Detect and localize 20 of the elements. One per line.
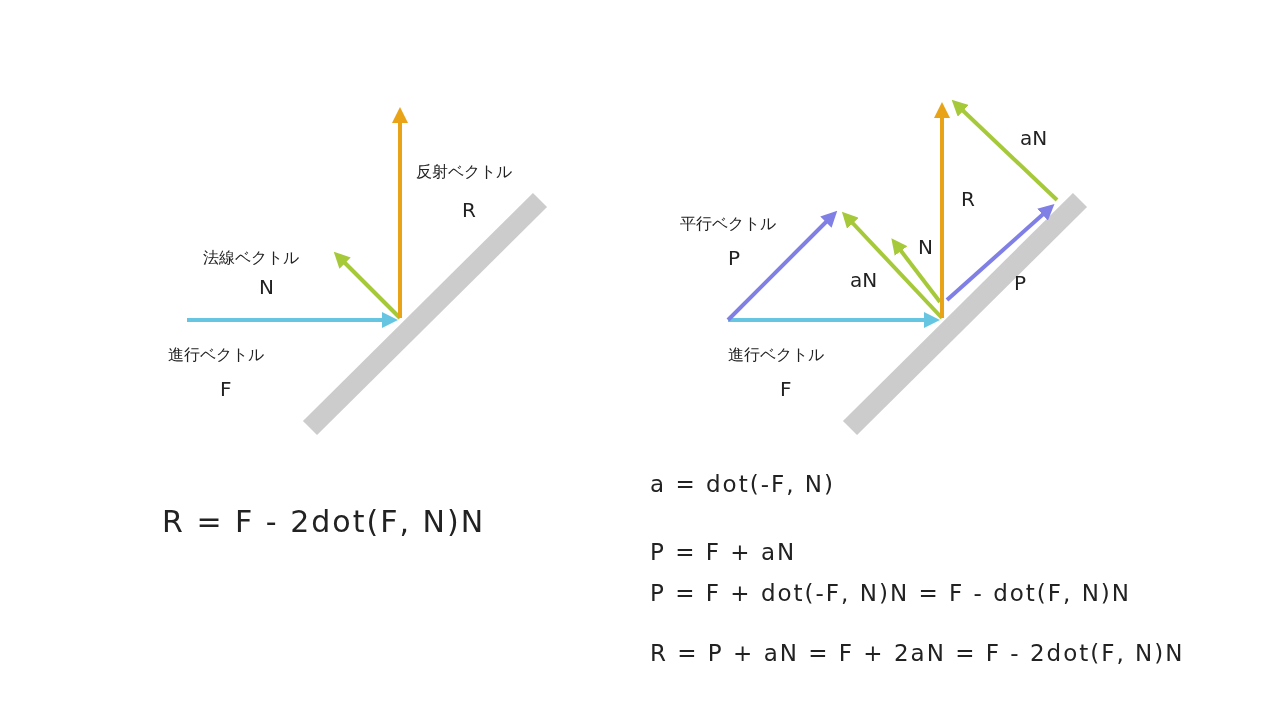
- vector-name: 進行ベクトル: [168, 345, 264, 365]
- vector-symbol: aN: [850, 268, 878, 292]
- vector-name: 反射ベクトル: [416, 162, 512, 182]
- formula: R = P + aN = F + 2aN = F - 2dot(F, N)N: [650, 640, 1185, 668]
- vector-symbol: P: [1014, 271, 1027, 295]
- formula: R = F - 2dot(F, N)N: [162, 504, 486, 540]
- vector-symbol: N: [259, 275, 274, 299]
- vector-name: 平行ベクトル: [680, 214, 776, 234]
- vector-name: 進行ベクトル: [728, 345, 824, 365]
- vector-symbol: R: [961, 187, 975, 211]
- formula: a = dot(-F, N): [650, 471, 835, 499]
- vector-symbol: aN: [1020, 126, 1048, 150]
- vector-symbol: N: [918, 235, 933, 259]
- vector-symbol: P: [728, 246, 741, 270]
- vector-symbol: F: [780, 377, 792, 401]
- formula: P = F + dot(-F, N)N = F - dot(F, N)N: [650, 580, 1132, 608]
- formula: P = F + aN: [650, 539, 797, 567]
- vector-symbol: F: [220, 377, 232, 401]
- vector-symbol: R: [462, 198, 476, 222]
- vector-name: 法線ベクトル: [203, 248, 299, 268]
